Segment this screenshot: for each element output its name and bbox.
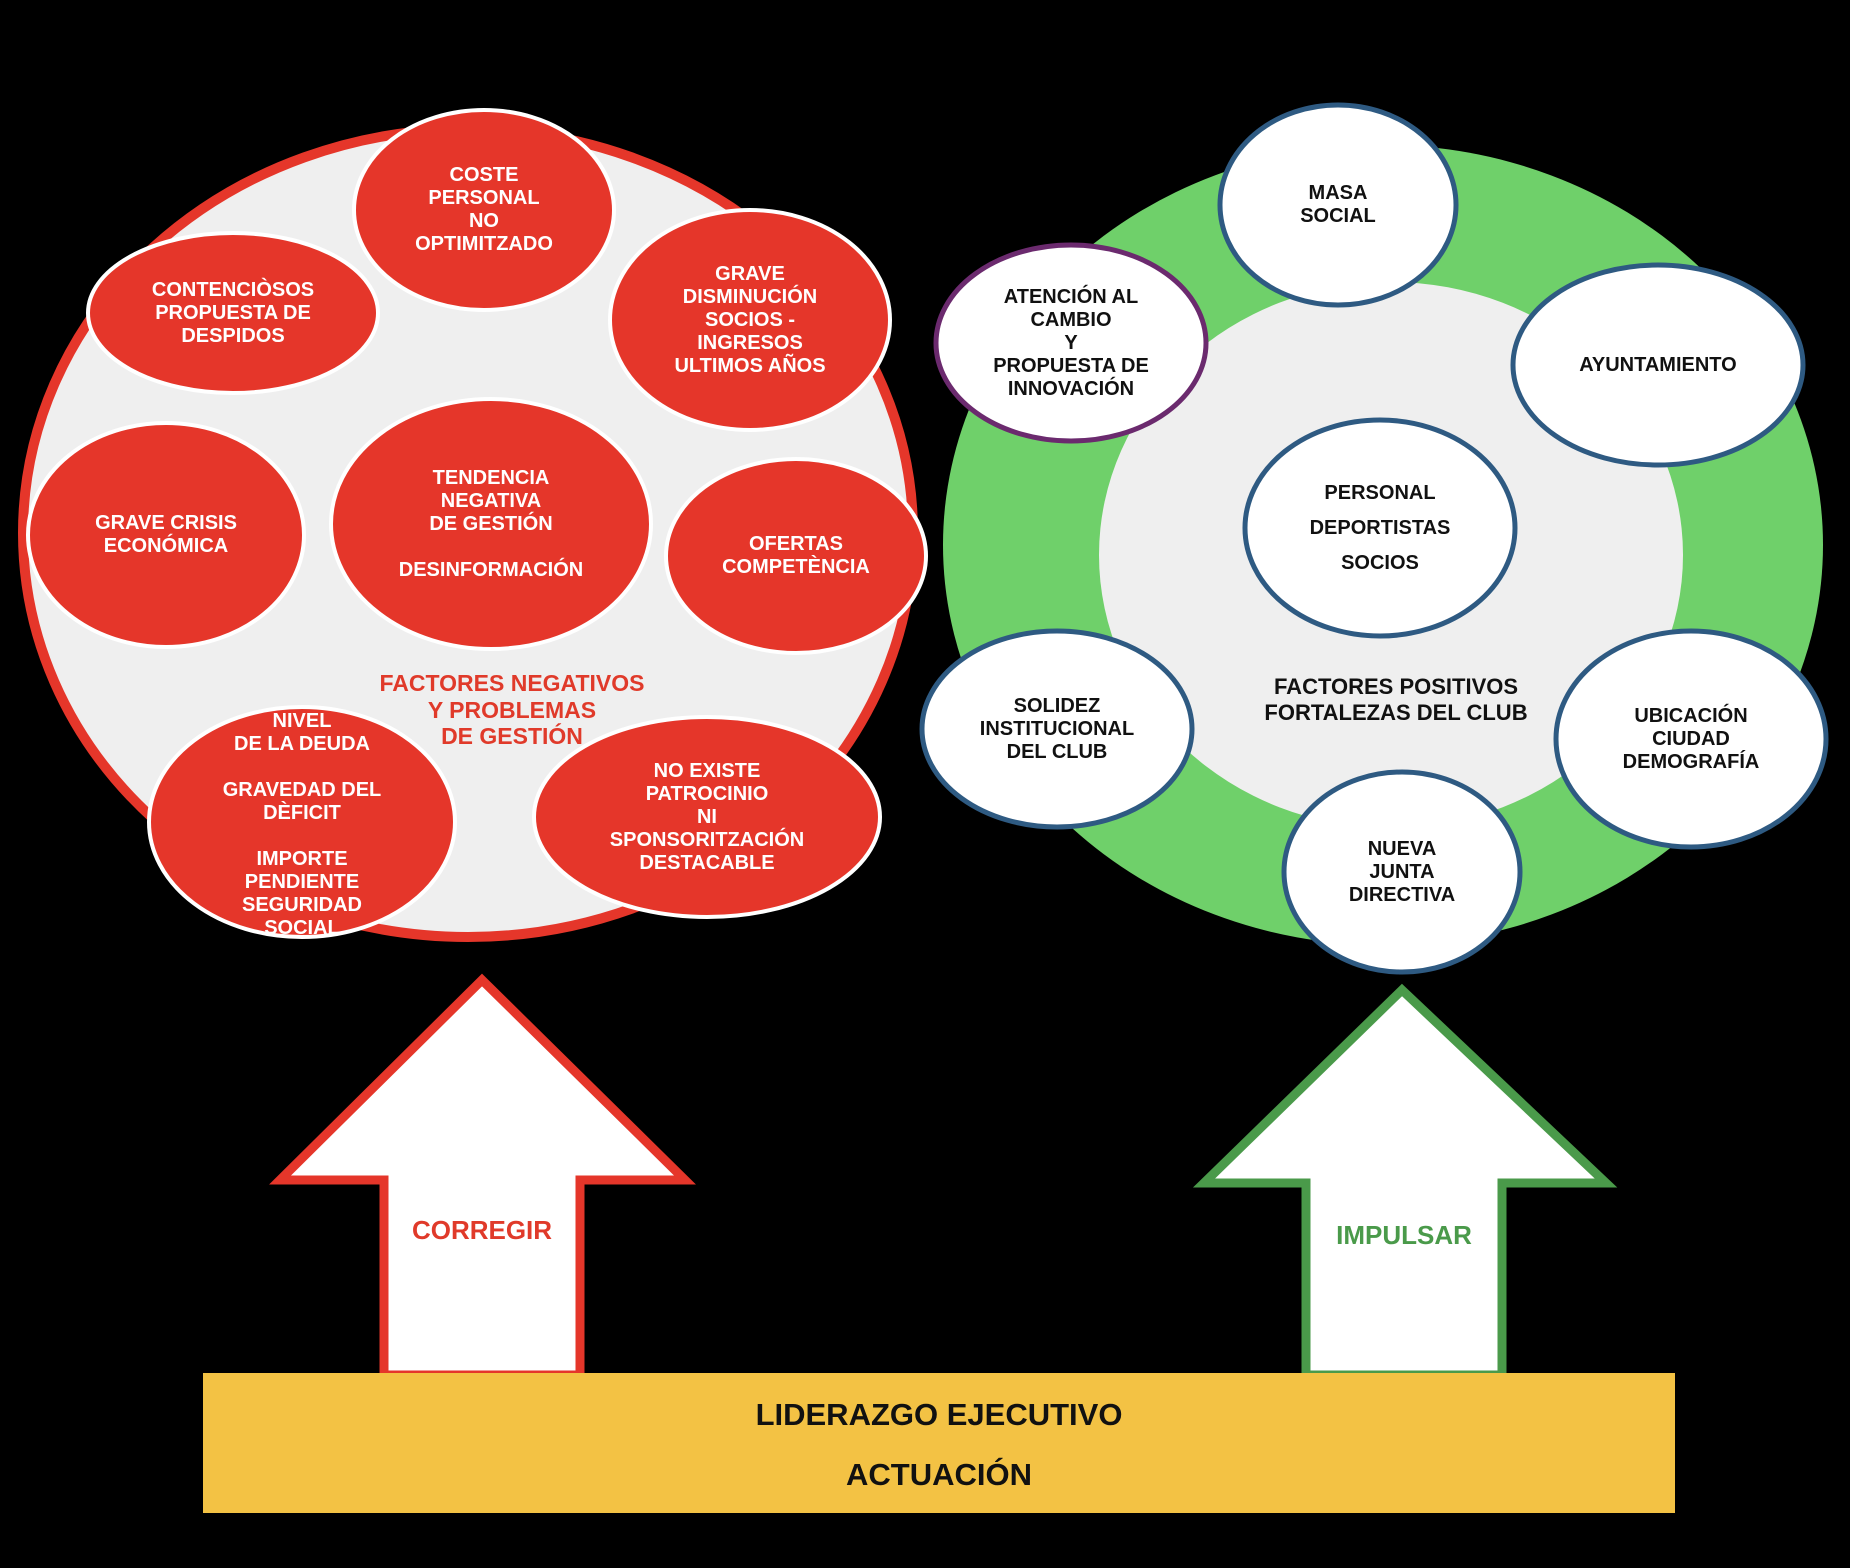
node-personal-center	[1242, 417, 1518, 639]
node-ayuntamiento	[1510, 262, 1806, 468]
node-tendencia-negativa	[329, 397, 653, 651]
leadership-line-2: ACTUACIÓN	[846, 1457, 1032, 1492]
label-crisis-economica: GRAVE CRISIS ECONÓMICA	[95, 512, 237, 557]
leadership-line-1: LIDERAZGO EJECUTIVO	[755, 1397, 1123, 1432]
node-solidez	[919, 628, 1195, 830]
corregir-label: CORREGIR	[411, 1214, 553, 1245]
positive-factors-title: FACTORES POSITIVOS FORTALEZAS DEL CLUB	[1264, 673, 1528, 725]
label-masa-social: MASA SOCIAL	[1300, 182, 1376, 227]
label-junta-directiva: NUEVA JUNTA DIRECTIVA	[1348, 837, 1456, 906]
label-patrocinio: NO EXISTE PATROCINIO NI SPONSORITZACIÓN …	[609, 759, 805, 874]
node-coste-personal	[352, 108, 616, 312]
label-ofertas-competencia: OFERTAS COMPETÈNCIA	[722, 533, 870, 578]
node-contenciosos	[86, 231, 380, 395]
label-contenciosos: CONTENCIÒSOS PROPUESTA DE DESPIDOS	[151, 278, 315, 347]
label-ubicacion: UBICACIÓN CIUDAD DEMOGRAFÍA	[1622, 704, 1760, 773]
node-ofertas-competencia	[664, 457, 928, 655]
label-coste-personal: COSTE PERSONAL NO OPTIMITZADO	[415, 164, 553, 255]
label-atencion-cambio: ATENCIÓN AL CAMBIO Y PROPUESTA DE INNOVA…	[993, 285, 1149, 400]
positive-nodes	[919, 102, 1829, 975]
impulsar-arrow	[1192, 983, 1618, 1380]
negative-factors-title: FACTORES NEGATIVOS Y PROBLEMAS DE GESTIÓ…	[379, 670, 645, 750]
negative-nodes	[26, 108, 928, 939]
node-crisis-economica	[26, 421, 306, 649]
label-ayuntamiento: AYUNTAMIENTO	[1579, 353, 1737, 376]
label-nivel-deuda: NIVEL DE LA DEUDA GRAVEDAD DEL DÈFICIT I…	[222, 710, 382, 939]
label-solidez: SOLIDEZ INSTITUCIONAL DEL CLUB	[979, 694, 1135, 763]
label-disminucion-socios: GRAVE DISMINUCIÓN SOCIOS - INGRESOS ULTI…	[674, 262, 826, 377]
corregir-arrow	[269, 973, 696, 1380]
node-disminucion-socios	[608, 208, 892, 432]
node-masa-social	[1217, 102, 1459, 308]
node-atencion-cambio	[933, 242, 1209, 444]
node-nivel-deuda	[147, 705, 457, 939]
leadership-bar	[203, 1373, 1675, 1513]
node-ubicacion	[1553, 628, 1829, 850]
impulsar-label: IMPULSAR	[1336, 1219, 1472, 1250]
node-junta-directiva	[1281, 769, 1523, 975]
label-tendencia-negativa: TENDENCIA NEGATIVA DE GESTIÓN DESINFORMA…	[398, 466, 584, 581]
label-personal-center: PERSONAL DEPORTISTAS SOCIOS	[1309, 481, 1451, 574]
node-patrocinio	[532, 715, 882, 919]
